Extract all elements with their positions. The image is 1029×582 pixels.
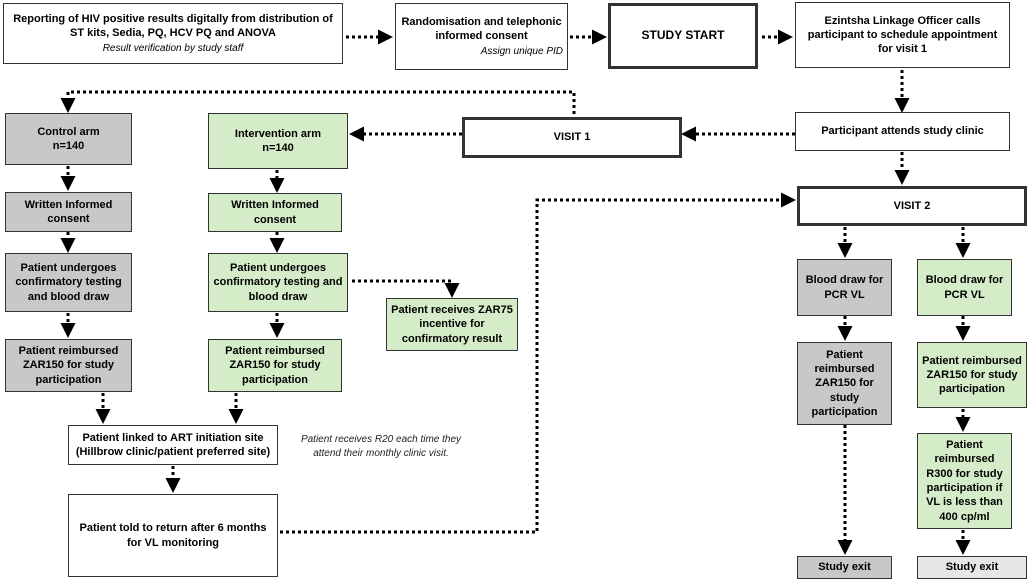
intervention-reimbursed-box: Patient reimbursed ZAR150 for study part…	[208, 339, 342, 392]
control-arm-box: Control arm n=140	[5, 113, 132, 165]
attends-clinic-text: Participant attends study clinic	[821, 125, 984, 138]
arrow-intervention-testing-to-incentive	[352, 279, 460, 298]
v2-intervention-r300-text: Patient reimbursed R300 for study partic…	[926, 439, 1003, 523]
study-start-box: STUDY START	[608, 3, 758, 69]
v2-intervention-reimbursed-box: Patient reimbursed ZAR150 for study part…	[917, 342, 1027, 408]
linked-art-box: Patient linked to ART initiation site (H…	[68, 425, 278, 465]
attends-clinic-box: Participant attends study clinic	[795, 112, 1010, 151]
intervention-incentive-text: Patient receives ZAR75 incentive for con…	[391, 304, 513, 345]
linkage-officer-box: Ezintsha Linkage Officer calls participa…	[795, 2, 1010, 68]
randomisation-text: Randomisation and telephonic informed co…	[401, 15, 562, 42]
intervention-incentive-box: Patient receives ZAR75 incentive for con…	[386, 298, 518, 351]
control-testing-text: Patient undergoes confirmatory testing a…	[15, 262, 122, 303]
reporting-subtext: Result verification by study staff	[102, 43, 244, 55]
v2-control-exit-box: Study exit	[797, 556, 892, 579]
v2-control-blood-text: Blood draw for PCR VL	[805, 274, 884, 301]
control-testing-box: Patient undergoes confirmatory testing a…	[5, 253, 132, 312]
visit1-box: VISIT 1	[462, 117, 682, 158]
visit1-text: VISIT 1	[553, 131, 591, 144]
randomisation-subtext: Assign unique PID	[480, 46, 563, 58]
v2-control-reimbursed-text: Patient reimbursed ZAR150 for study part…	[811, 348, 878, 418]
v2-intervention-blood-box: Blood draw for PCR VL	[917, 259, 1012, 316]
control-arm-title: Control arm	[37, 125, 100, 138]
arrow-visit1-to-control	[60, 90, 576, 114]
control-consent-text: Written Informed consent	[24, 198, 113, 225]
linkage-officer-text: Ezintsha Linkage Officer calls participa…	[807, 14, 998, 56]
visit2-text: VISIT 2	[893, 199, 931, 212]
v2-intervention-r300-box: Patient reimbursed R300 for study partic…	[917, 433, 1012, 529]
arrow-return-to-visit2	[280, 192, 796, 534]
intervention-testing-text: Patient undergoes confirmatory testing a…	[213, 262, 343, 303]
visit2-box: VISIT 2	[797, 186, 1027, 226]
intervention-reimbursed-text: Patient reimbursed ZAR150 for study part…	[225, 345, 325, 386]
intervention-arm-title: Intervention arm	[234, 127, 322, 140]
reporting-text: Reporting of HIV positive results digita…	[13, 12, 333, 39]
v2-control-blood-box: Blood draw for PCR VL	[797, 259, 892, 316]
control-reimbursed-text: Patient reimbursed ZAR150 for study part…	[18, 345, 119, 386]
intervention-testing-box: Patient undergoes confirmatory testing a…	[208, 253, 348, 312]
intervention-consent-box: Written Informed consent	[208, 193, 342, 232]
intervention-arm-box: Intervention arm n=140	[208, 113, 348, 169]
randomisation-box: Randomisation and telephonic informed co…	[395, 3, 568, 70]
r20-note: Patient receives R20 each time they atte…	[300, 434, 462, 459]
linked-art-text: Patient linked to ART initiation site (H…	[75, 431, 271, 458]
return-6-months-text: Patient told to return after 6 months fo…	[79, 522, 267, 549]
intervention-arm-n: n=140	[262, 142, 294, 154]
reporting-box: Reporting of HIV positive results digita…	[3, 3, 343, 64]
v2-control-exit-text: Study exit	[818, 561, 871, 574]
control-reimbursed-box: Patient reimbursed ZAR150 for study part…	[5, 339, 132, 392]
return-6-months-box: Patient told to return after 6 months fo…	[68, 494, 278, 577]
v2-intervention-blood-text: Blood draw for PCR VL	[925, 274, 1004, 301]
v2-intervention-reimbursed-text: Patient reimbursed ZAR150 for study part…	[922, 354, 1022, 396]
control-arm-n: n=140	[52, 140, 85, 152]
v2-control-reimbursed-box: Patient reimbursed ZAR150 for study part…	[797, 342, 892, 425]
study-start-text: STUDY START	[641, 28, 725, 43]
intervention-consent-text: Written Informed consent	[231, 199, 319, 226]
v2-intervention-exit-text: Study exit	[945, 561, 999, 574]
control-consent-box: Written Informed consent	[5, 192, 132, 232]
v2-intervention-exit-box: Study exit	[917, 556, 1027, 579]
